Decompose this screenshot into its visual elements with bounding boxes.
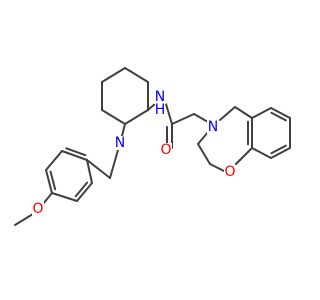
aromatic-bond xyxy=(76,182,93,202)
amide-hydrogen-label: H xyxy=(155,102,166,118)
amide-hydrogen-label-background xyxy=(155,103,165,117)
piperidine-bond xyxy=(101,67,126,83)
aromatic-bond xyxy=(61,150,88,161)
benzene-bond-inner xyxy=(270,111,287,122)
amide-c-bond xyxy=(165,103,173,125)
oxazepine-bond xyxy=(209,163,227,173)
oxazepine-bond xyxy=(219,106,236,121)
carbonyl-oxygen-label: O xyxy=(160,142,171,158)
aromatic-bond-inner xyxy=(74,181,89,198)
aromatic-bond-inner xyxy=(65,147,87,157)
benzyl-bond xyxy=(86,159,111,179)
amide-n-bond xyxy=(147,102,157,111)
piperidine-nitrogen-label-background xyxy=(114,136,126,150)
methyl-bond xyxy=(14,213,34,226)
n-ch2-bond xyxy=(109,149,119,179)
benzoxazepine-oxygen-label: O xyxy=(224,164,235,180)
benzoxazepine-oxygen-label-background xyxy=(224,165,236,179)
oxazepine-bond xyxy=(197,131,209,145)
oxazepine-bond xyxy=(234,106,253,119)
carbonyl-oxygen-label-background xyxy=(160,143,172,157)
benzoxazepine-nitrogen-label: N xyxy=(208,119,218,135)
oxazepine-bond xyxy=(235,147,253,165)
benzene-bond xyxy=(270,147,291,159)
benzene-bond xyxy=(270,107,291,119)
aromatic-bond xyxy=(86,159,93,184)
aromatic-bond xyxy=(45,150,63,171)
aromatic-bond-inner xyxy=(49,170,57,191)
acetyl-ch2-bond xyxy=(171,113,195,125)
aromatic-bond xyxy=(51,192,78,202)
piperidine-n-bond xyxy=(121,123,126,137)
methoxy-bond xyxy=(42,192,53,205)
piperidine-nitrogen-label: N xyxy=(115,135,125,151)
benzene-bond xyxy=(251,147,272,159)
bond-layer xyxy=(14,67,291,226)
benzoxazepine-nitrogen-label-background xyxy=(207,120,219,134)
methoxy-oxygen-label-background xyxy=(32,202,44,216)
amide-nitrogen-label: N xyxy=(155,89,165,105)
ch2-n-bond xyxy=(193,113,209,123)
oxazepine-bond xyxy=(197,143,211,165)
benzene-bond xyxy=(251,107,272,119)
amide-nitrogen-label-background xyxy=(154,90,166,104)
piperidine-bond xyxy=(124,109,149,125)
benzene-bond-inner xyxy=(270,144,287,155)
methoxy-oxygen-label: O xyxy=(32,201,43,217)
aromatic-bond xyxy=(45,169,53,194)
piperidine-bond xyxy=(124,67,149,83)
piperidine-bond xyxy=(101,109,126,125)
